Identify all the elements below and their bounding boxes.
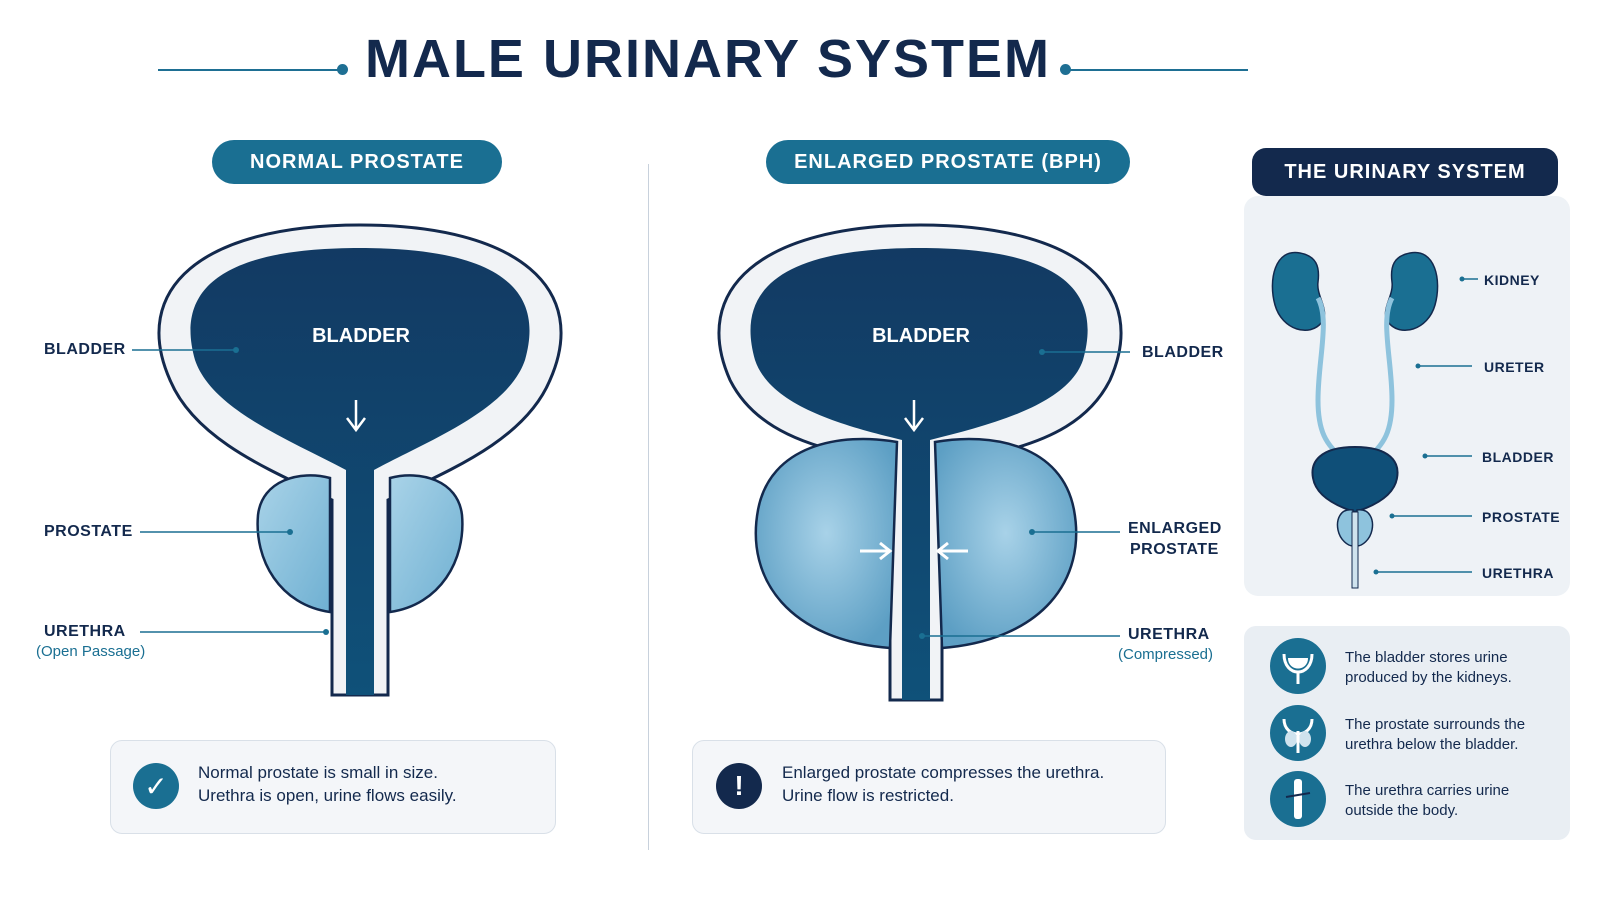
enlarged-prostate-heading: ENLARGED PROSTATE (BPH): [766, 140, 1130, 184]
prostate-leader-dot: [1389, 513, 1395, 519]
normal-bladder-label: BLADDER: [44, 341, 126, 358]
info-3-line-2: outside the body.: [1345, 802, 1459, 819]
enlarged-bladder-inner-label: BLADDER: [872, 325, 970, 347]
compression-arrow-right: [860, 541, 893, 561]
normal-prostate-leader-dot: [287, 529, 293, 535]
normal-note-line-1: Normal prostate is small in size.: [198, 763, 438, 782]
normal-prostate-right-lobe: [388, 474, 464, 614]
ureter-label: URETER: [1484, 359, 1545, 375]
normal-urethra-leader-dot: [323, 629, 329, 635]
title-dot-right: [1060, 64, 1071, 75]
kidney-left-shape: [1271, 251, 1326, 332]
enlarged-prostate-left-lobe: [754, 437, 899, 650]
normal-bladder-leader-dot: [233, 347, 239, 353]
normal-prostate-heading: NORMAL PROSTATE: [212, 140, 502, 184]
enlarged-note-line-1: Enlarged prostate compresses the urethra…: [782, 763, 1105, 782]
prostate-icon: [1270, 705, 1326, 761]
bladder-label: BLADDER: [1482, 449, 1554, 465]
exclamation-icon: !: [716, 763, 762, 809]
ureter-leader-dot: [1415, 363, 1421, 369]
system-bladder-shape: [1311, 445, 1399, 514]
kidney-label: KIDNEY: [1484, 272, 1540, 288]
page-title: MALE URINARY SYSTEM: [364, 29, 1052, 89]
normal-flow-arrow: [346, 400, 366, 433]
bladder-icon: [1270, 638, 1326, 694]
enlarged-urethra-label: URETHRA: [1128, 626, 1210, 643]
title-rule-left: [158, 69, 342, 71]
enlarged-bladder-lumen: [750, 248, 1088, 700]
section-divider: [648, 164, 649, 850]
title-dot-left: [337, 64, 348, 75]
urethra-leader-dot: [1373, 569, 1379, 575]
urethra-label: URETHRA: [1482, 565, 1554, 581]
enlarged-flow-arrow: [904, 400, 924, 433]
urinary-system-heading: THE URINARY SYSTEM: [1252, 148, 1558, 196]
title-rule-right: [1066, 69, 1248, 71]
system-urethra-shape: [1351, 511, 1359, 589]
enlarged-urethra-sublabel: (Compressed): [1118, 646, 1214, 663]
normal-bladder-lumen: [190, 248, 530, 695]
bladder-leader-dot: [1422, 453, 1428, 459]
urethra-icon: [1270, 771, 1326, 827]
enlarged-prostate-label-line-1: ENLARGED: [1128, 520, 1222, 537]
normal-urethra-sublabel: (Open Passage): [36, 643, 146, 660]
info-2-line-2: urethra below the bladder.: [1345, 736, 1519, 753]
enlarged-prostate-label-line-2: PROSTATE: [1130, 541, 1219, 558]
kidney-leader-dot: [1459, 276, 1465, 282]
enlarged-prostate-right-lobe: [933, 437, 1078, 650]
normal-note-line-2: Urethra is open, urine flows easily.: [198, 786, 457, 805]
normal-urethra-label: URETHRA: [44, 623, 126, 640]
info-3-line-1: The urethra carries urine: [1345, 782, 1510, 799]
normal-bladder-inner-label: BLADDER: [312, 325, 410, 347]
info-1-line-2: produced by the kidneys.: [1345, 669, 1512, 686]
ureter-left-shape: [1315, 296, 1347, 462]
normal-prostate-label: PROSTATE: [44, 523, 133, 540]
enlarged-note-card: [692, 740, 1166, 834]
check-icon: ✓: [133, 763, 179, 809]
info-2-line-1: The prostate surrounds the: [1345, 716, 1526, 733]
enlarged-bladder-label: BLADDER: [1142, 344, 1224, 361]
enlarged-note-line-2: Urine flow is restricted.: [782, 786, 954, 805]
normal-prostate-left-lobe: [256, 474, 332, 614]
ureter-right-shape: [1363, 296, 1395, 462]
normal-note-card: [110, 740, 556, 834]
system-prostate-right: [1356, 509, 1374, 547]
prostate-label: PROSTATE: [1482, 509, 1561, 525]
compression-arrow-left: [935, 541, 968, 561]
system-prostate-left: [1336, 509, 1354, 547]
kidney-right-shape: [1384, 251, 1439, 332]
info-1-line-1: The bladder stores urine: [1345, 649, 1508, 666]
